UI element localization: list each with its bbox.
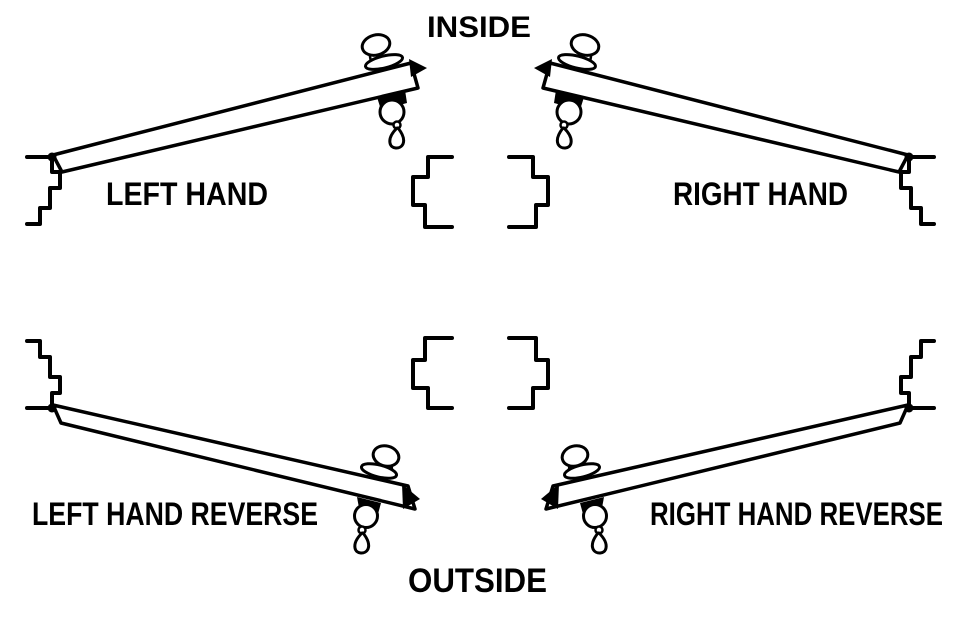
strike-jamb-bottom-right bbox=[507, 336, 550, 410]
door-left-hand bbox=[53, 32, 427, 172]
inside-label: INSIDE bbox=[427, 11, 531, 44]
right-hand-label: RIGHT HAND bbox=[673, 176, 848, 212]
hinge-jamb-top-right bbox=[899, 150, 936, 226]
left-hand-reverse-label: LEFT HAND REVERSE bbox=[32, 496, 318, 532]
left-hand-label: LEFT HAND bbox=[106, 176, 268, 212]
door-right-hand bbox=[534, 32, 908, 172]
right-hand-reverse-label: RIGHT HAND REVERSE bbox=[650, 496, 943, 532]
hinge-jamb-top-left bbox=[25, 150, 62, 226]
strike-jamb-top-right bbox=[507, 155, 550, 229]
outside-label: OUTSIDE bbox=[408, 562, 547, 600]
strike-jamb-bottom-left bbox=[411, 336, 454, 410]
hinge-jamb-bottom-right bbox=[899, 339, 936, 415]
hinge-jamb-bottom-left bbox=[25, 339, 62, 415]
strike-jamb-top-left bbox=[411, 155, 454, 229]
